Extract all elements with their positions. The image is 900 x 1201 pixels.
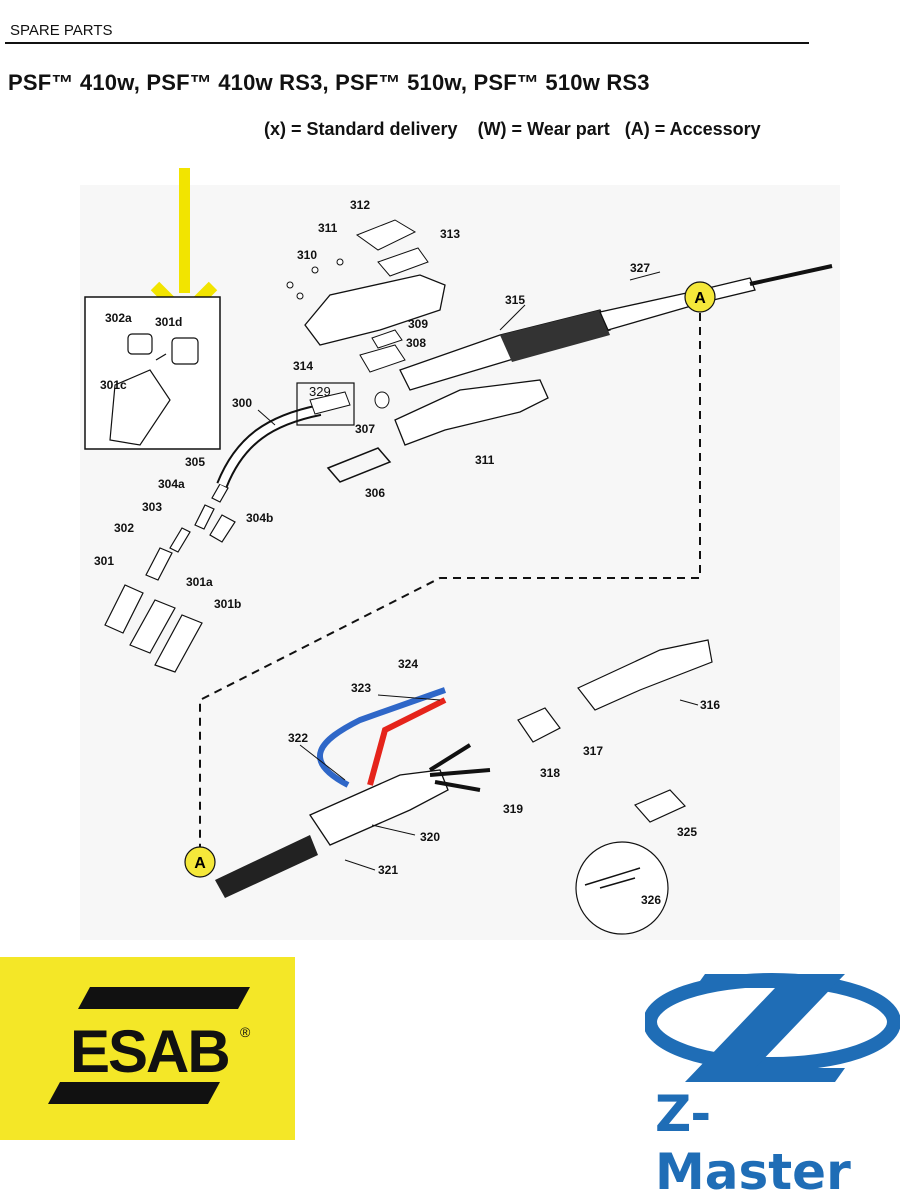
label-324: 324 xyxy=(398,657,418,671)
label-318: 318 xyxy=(540,766,560,780)
part-311-upper-handle xyxy=(304,274,446,346)
part-329-box xyxy=(296,382,355,426)
label-319: 319 xyxy=(503,802,523,816)
part-308 xyxy=(359,344,406,373)
page-title: PSF™ 410w, PSF™ 410w RS3, PSF™ 510w, PSF… xyxy=(8,70,650,95)
label-308: 308 xyxy=(406,336,426,350)
part-labels: 302a 301d 301c 300 305 304a 304b 303 302… xyxy=(94,198,720,907)
label-321: 321 xyxy=(378,863,398,877)
exploded-parts-diagram: A A 302a 301d 301c 300 305 304a 304b 303… xyxy=(84,168,833,935)
connector-a-top xyxy=(684,281,716,313)
label-301d: 301d xyxy=(155,315,182,329)
part-325 xyxy=(634,789,687,823)
label-325: 325 xyxy=(677,825,697,839)
zmaster-logo-mark xyxy=(645,973,900,1082)
connector-a-top-label: A xyxy=(694,290,706,307)
nozzle-parts xyxy=(104,483,236,673)
label-311-top: 311 xyxy=(318,221,338,235)
legend: (x) = Standard delivery (W) = Wear part … xyxy=(264,119,761,139)
label-312: 312 xyxy=(350,198,370,212)
part-306-clip xyxy=(326,447,392,483)
label-301: 301 xyxy=(94,554,114,568)
label-309: 309 xyxy=(408,317,428,331)
cables-black xyxy=(428,743,491,792)
label-302: 302 xyxy=(114,521,134,535)
label-314: 314 xyxy=(293,359,313,373)
label-322: 322 xyxy=(288,731,308,745)
label-317: 317 xyxy=(583,744,603,758)
part-315-corrugation xyxy=(500,310,610,362)
connector-a-bottom xyxy=(184,846,216,878)
part-326-detail-circle xyxy=(575,841,669,935)
part-313 xyxy=(377,247,429,277)
label-326: 326 xyxy=(641,893,661,907)
label-304a: 304a xyxy=(158,477,185,491)
label-323: 323 xyxy=(351,681,371,695)
esab-logo-background: ESAB ® xyxy=(0,957,295,1140)
label-305: 305 xyxy=(185,455,205,469)
part-321-hose xyxy=(215,835,318,898)
label-315: 315 xyxy=(505,293,525,307)
label-313: 313 xyxy=(440,227,460,241)
label-302a: 302a xyxy=(105,311,132,325)
label-327: 327 xyxy=(630,261,650,275)
label-300: 300 xyxy=(232,396,252,410)
part-311-lower-handle xyxy=(394,379,549,446)
part-320-rear-handle xyxy=(309,769,449,846)
part-316 xyxy=(577,639,713,711)
label-320: 320 xyxy=(420,830,440,844)
label-311-bottom: 311 xyxy=(475,453,495,467)
part-312 xyxy=(355,219,417,251)
connector-a-bottom-label: A xyxy=(194,855,206,872)
esab-logo-text: ESAB xyxy=(70,1018,229,1085)
cable-blue xyxy=(316,687,446,788)
part-317 xyxy=(517,707,561,743)
cable-red xyxy=(367,697,447,786)
label-307: 307 xyxy=(355,422,375,436)
label-304b: 304b xyxy=(246,511,273,525)
label-329: 329 xyxy=(309,384,331,399)
label-316: 316 xyxy=(700,698,720,712)
label-301b: 301b xyxy=(214,597,241,611)
label-310: 310 xyxy=(297,248,317,262)
esab-registered-mark: ® xyxy=(240,1024,251,1040)
screws-310 xyxy=(286,258,344,300)
zmaster-logo-text: Z-Master xyxy=(655,1085,851,1201)
part-309 xyxy=(371,329,403,349)
label-301a: 301a xyxy=(186,575,213,589)
inset-parts xyxy=(109,333,199,446)
header-rule xyxy=(5,42,809,44)
label-303: 303 xyxy=(142,500,162,514)
esab-logo: ESAB ® xyxy=(48,987,251,1104)
section-label: SPARE PARTS xyxy=(10,22,113,39)
dashed-connection-path xyxy=(199,313,701,848)
leader-lines xyxy=(257,271,699,871)
label-306: 306 xyxy=(365,486,385,500)
label-301c: 301c xyxy=(100,378,127,392)
